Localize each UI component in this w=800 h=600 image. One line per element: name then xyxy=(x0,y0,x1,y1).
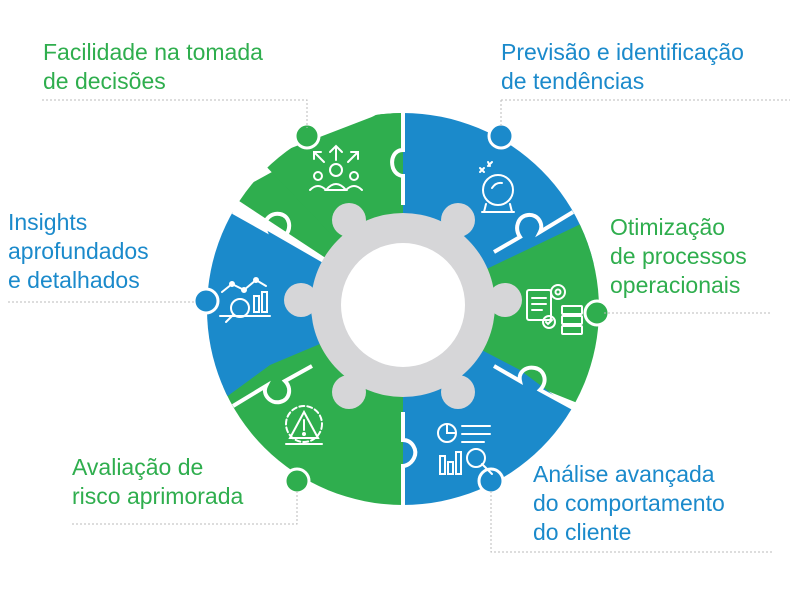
risk-warning-gear-icon xyxy=(285,405,323,445)
decision-people-icon xyxy=(309,144,363,191)
label-mid-left: Insights aprofundados e detalhados xyxy=(8,208,149,295)
process-documents-icon xyxy=(526,284,583,335)
label-bottom-right-line2: do comportamento xyxy=(533,490,725,516)
label-mid-right: Otimização de processos operacionais xyxy=(610,213,747,300)
label-mid-left-line2: aprofundados xyxy=(8,238,149,264)
label-mid-right-line1: Otimização xyxy=(610,214,726,240)
label-bottom-right: Análise avançada do comportamento do cli… xyxy=(533,460,725,547)
customer-analytics-icon xyxy=(437,423,493,475)
puzzle-seams xyxy=(231,112,575,505)
label-top-right-line2: de tendências xyxy=(501,68,645,94)
label-mid-left-line1: Insights xyxy=(8,209,88,235)
crystal-ball-icon xyxy=(479,161,515,213)
knob-left xyxy=(192,287,220,315)
label-mid-right-line2: de processos xyxy=(610,243,747,269)
knob-top-right xyxy=(487,122,515,150)
knob-bottom-left xyxy=(283,467,311,495)
label-bottom-left-line1: Avaliação de xyxy=(72,454,204,480)
label-bottom-right-line1: Análise avançada xyxy=(533,461,715,487)
leader-lines xyxy=(8,99,790,553)
gear-hole xyxy=(341,243,465,367)
label-top-left: Facilidade na tomada de decisões xyxy=(43,38,263,96)
label-top-right-line1: Previsão e identificação xyxy=(501,39,744,65)
label-mid-left-line3: e detalhados xyxy=(8,267,140,293)
label-bottom-left: Avaliação de risco aprimorada xyxy=(72,453,243,511)
label-top-left-line2: de decisões xyxy=(43,68,166,94)
label-top-left-line1: Facilidade na tomada xyxy=(43,39,263,65)
label-top-right: Previsão e identificação de tendências xyxy=(501,38,744,96)
label-bottom-left-line2: risco aprimorada xyxy=(72,483,244,509)
label-mid-right-line3: operacionais xyxy=(610,272,741,298)
label-bottom-right-line3: do cliente xyxy=(533,519,632,545)
insights-magnifier-chart-icon xyxy=(219,277,271,323)
